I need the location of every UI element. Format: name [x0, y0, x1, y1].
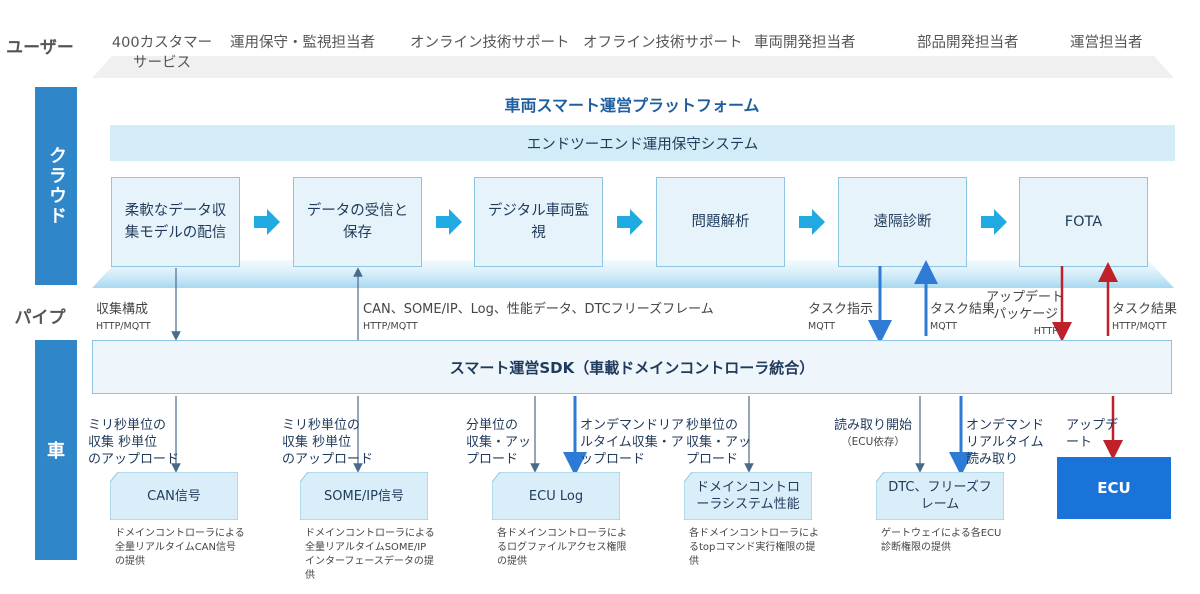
source-can-signal: CAN信号: [110, 472, 238, 520]
log-periodic-flow-label: 分単位の収集・アップロード: [466, 418, 532, 467]
flow-arrow-icon: [617, 209, 643, 235]
row-label-user: ユーザー: [6, 38, 74, 58]
upload-label: CAN、SOME/IP、Log、性能データ、DTCフリーズフレーム HTTP/M…: [363, 302, 714, 332]
step-data-receive-store: データの受信と保存: [293, 177, 422, 267]
source-someip-signal: SOME/IP信号: [300, 472, 428, 520]
source-desc: ドメインコントローラによる全量リアルタイムCAN信号の提供: [115, 528, 245, 567]
flow-arrow-icon: [799, 209, 825, 235]
dtc-start-flow-label: 読み取り開始（ECU依存）: [834, 418, 913, 448]
flow-arrow-icon: [436, 209, 462, 235]
flow-arrow-icon: [981, 209, 1007, 235]
ecu-box: ECU: [1057, 457, 1171, 519]
smart-ops-sdk: スマート運営SDK（車載ドメインコントローラ統合）: [92, 340, 1172, 394]
user-customer-service: 400カスタマーサービス: [111, 35, 213, 71]
row-label-pipe: パイプ: [14, 308, 66, 328]
flow-arrow-icon: [254, 209, 280, 235]
collect-config-label: 収集構成 HTTP/MQTT: [96, 302, 151, 332]
vehicle-bar: 車: [35, 340, 77, 560]
user-parts-dev: 部品開発担当者: [917, 35, 1019, 51]
step-digital-monitoring: デジタル車両監視: [474, 177, 603, 267]
user-ops-monitor: 運用保守・監視担当者: [230, 35, 375, 51]
cloud-glow: [92, 260, 1174, 288]
step-fota: FOTA: [1019, 177, 1148, 267]
fota-result-label: タスク結果 HTTP/MQTT: [1112, 302, 1178, 332]
row-label-cloud: クラウド: [46, 146, 67, 226]
user-band: [92, 56, 1174, 78]
user-vehicle-dev: 車両開発担当者: [754, 35, 856, 51]
ecu-update-flow-label: アップデート: [1066, 418, 1119, 450]
perf-flow-label: 秒単位の収集・アップロード: [686, 418, 752, 467]
source-desc: 各ドメインコントローラによるログファイルアクセス権限の提供: [497, 528, 627, 567]
source-ecu-log: ECU Log: [492, 472, 620, 520]
source-dtc-freeze-frame: DTC、フリーズフレーム: [876, 472, 1004, 520]
step-data-model-delivery: 柔軟なデータ収集モデルの配信: [111, 177, 240, 267]
update-package-label: アップデート パッケージ HTTP: [986, 290, 1065, 337]
user-offline-support: オフライン技術サポート: [583, 35, 743, 51]
log-ondemand-flow-label: オンデマンドリアルタイム収集・アップロード: [580, 418, 685, 467]
task-command-label: タスク指示 MQTT: [808, 302, 874, 332]
source-desc: 各ドメインコントローラによるtopコマンド実行権限の提供: [689, 528, 819, 567]
someip-flow-label: ミリ秒単位の収集 秒単位のアップロード: [282, 418, 374, 467]
dtc-ondemand-flow-label: オンデマンドリアルタイム読み取り: [966, 418, 1045, 467]
user-operations: 運営担当者: [1070, 35, 1143, 51]
step-remote-diagnosis: 遠隔診断: [838, 177, 967, 267]
task-result-label: タスク結果 MQTT: [930, 302, 996, 332]
system-banner: エンドツーエンド運用保守システム: [110, 125, 1175, 161]
can-flow-label: ミリ秒単位の収集 秒単位のアップロード: [88, 418, 180, 467]
source-desc: ゲートウェイによる各ECU診断権限の提供: [881, 528, 1002, 553]
source-system-performance: ドメインコントローラシステム性能: [684, 472, 812, 520]
user-online-support: オンライン技術サポート: [410, 35, 570, 51]
platform-title: 車両スマート運営プラットフォーム: [504, 96, 760, 115]
row-label-vehicle: 車: [47, 441, 65, 462]
step-problem-analysis: 問題解析: [656, 177, 785, 267]
cloud-bar: クラウド: [35, 87, 77, 285]
source-desc: ドメインコントローラによる全量リアルタイムSOME/IPインターフェースデータの…: [305, 528, 435, 581]
